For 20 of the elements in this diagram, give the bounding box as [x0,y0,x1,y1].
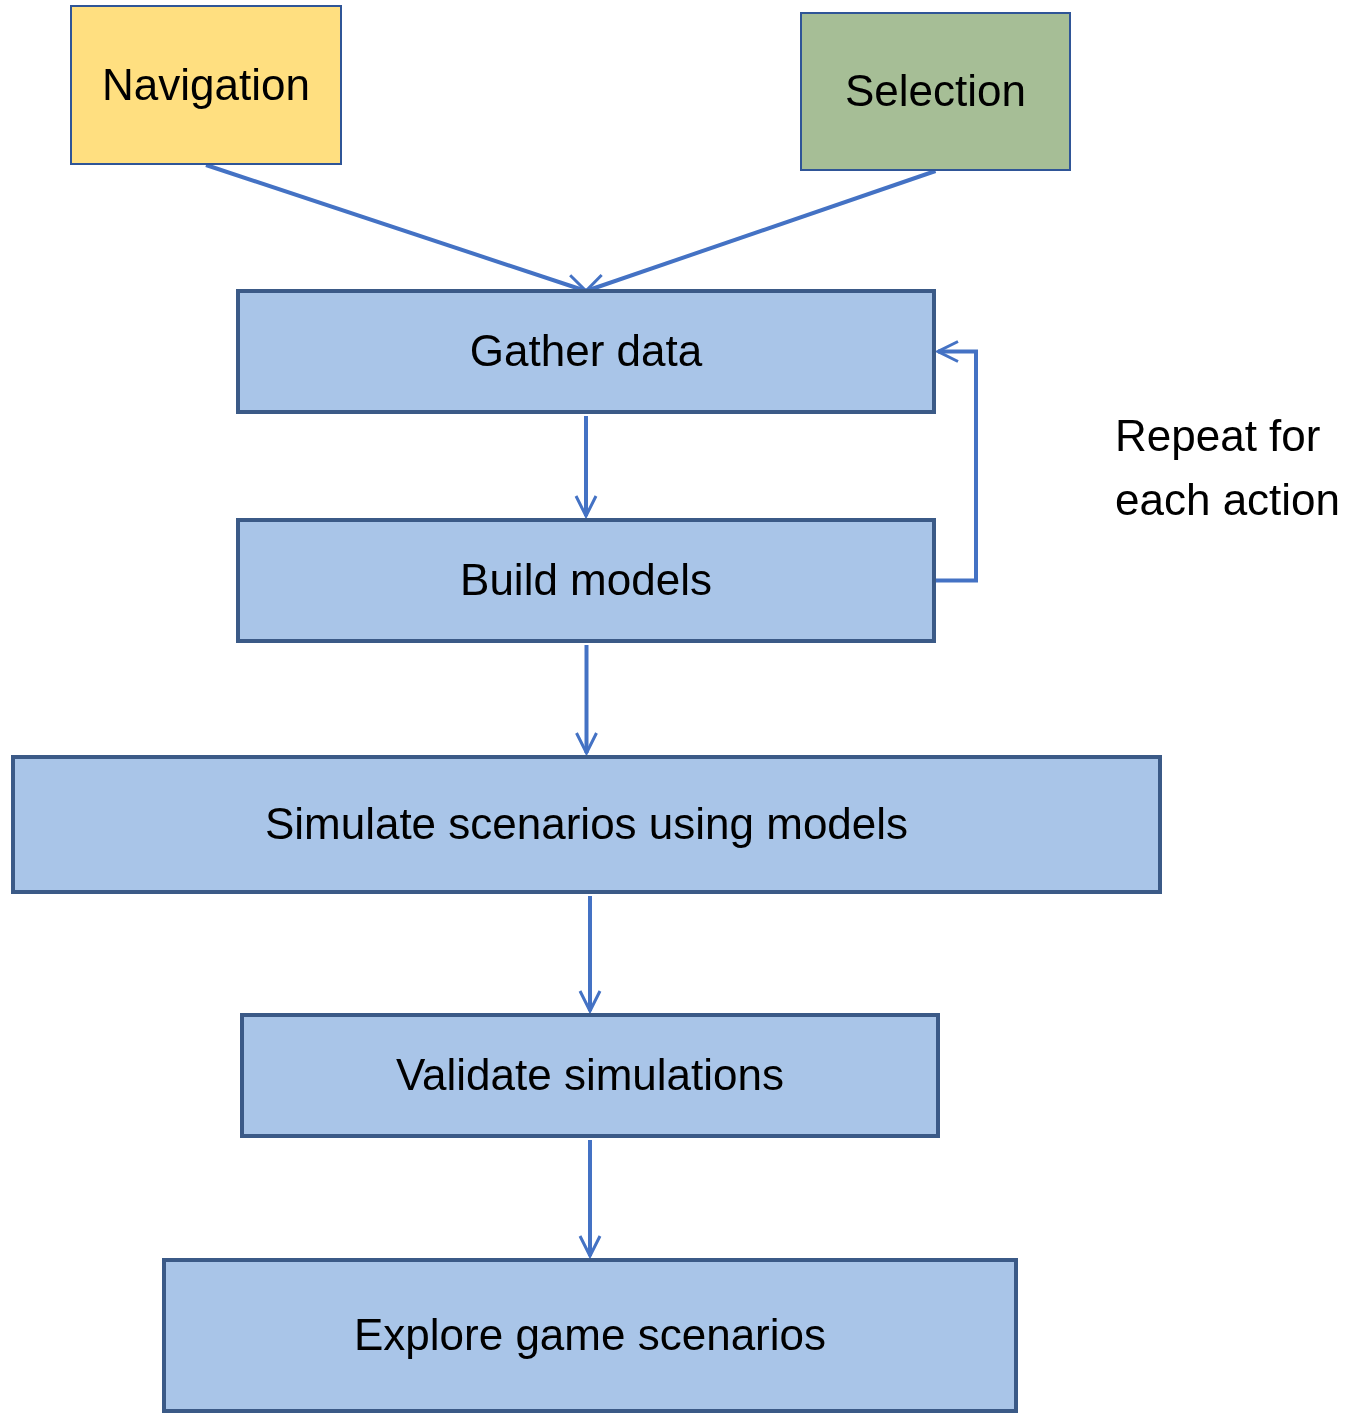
node-label: Selection [845,67,1026,116]
node-label: Simulate scenarios using models [264,800,909,849]
arrow [574,416,598,518]
input-box [70,5,342,165]
process-box [236,289,936,414]
arrow [575,645,598,755]
process-box [11,755,1162,894]
arrow [578,1140,602,1258]
process-box [162,1258,1018,1413]
input-box [800,12,1071,171]
node-label: Build models [460,556,712,605]
process-box [240,1013,940,1138]
arrow [936,340,978,583]
node-label: Navigation [102,60,310,110]
arrow [578,896,602,1013]
node-label: Validate simulations [395,1051,785,1100]
node-label: Explore game scenarios [354,1311,826,1360]
loop-note: Repeat for each action [1115,410,1342,526]
node-label: Gather data [469,327,703,376]
process-box [236,518,936,643]
